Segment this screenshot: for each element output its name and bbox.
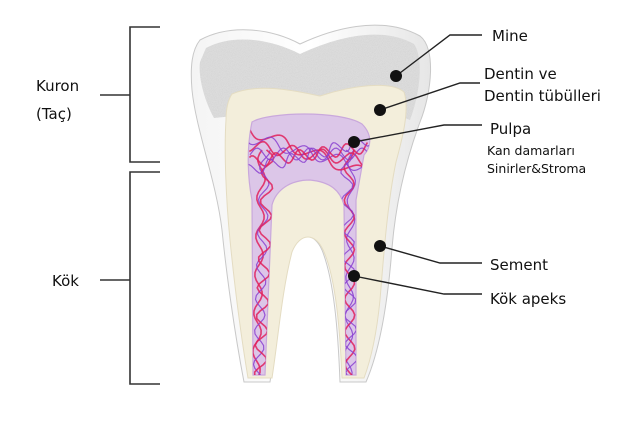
blood-vessel bbox=[248, 142, 369, 167]
kok-apeks-leader bbox=[353, 275, 482, 295]
kok-apeks-dot bbox=[348, 270, 360, 282]
kok-apeks-label: Kök apeks bbox=[490, 290, 566, 308]
kuron-label-line2: (Taç) bbox=[36, 105, 72, 123]
crown-bracket bbox=[100, 26, 160, 163]
pulpa-sub-label-1: Kan damarları bbox=[487, 143, 575, 158]
blood-vessel bbox=[253, 149, 275, 375]
nerve-fiber bbox=[252, 150, 271, 375]
pulpa-leader bbox=[353, 124, 482, 143]
pulp-chamber bbox=[247, 113, 371, 376]
pulpa-sub-label-2: Sinirler&Stroma bbox=[487, 161, 586, 176]
sement-label: Sement bbox=[490, 256, 548, 274]
blood-vessel bbox=[248, 140, 368, 168]
mine-leader bbox=[395, 34, 482, 77]
dentin-label-line1: Dentin ve bbox=[484, 65, 557, 83]
pulpa-dot bbox=[348, 136, 360, 148]
dentin-leader bbox=[379, 82, 480, 111]
dentin-label-line2: Dentin tübülleri bbox=[484, 87, 601, 105]
pulpa-label: Pulpa bbox=[490, 120, 531, 138]
kuron-label-line1: Kuron bbox=[36, 77, 79, 95]
root-bracket bbox=[100, 171, 160, 385]
sement-leader bbox=[379, 245, 482, 264]
nerve-fiber bbox=[248, 136, 370, 174]
dentin-dot bbox=[374, 104, 386, 116]
mine-label: Mine bbox=[492, 27, 528, 45]
kok-label: Kök bbox=[52, 272, 79, 290]
mine-dot bbox=[390, 70, 402, 82]
nerve-fiber bbox=[340, 149, 358, 375]
sement-dot bbox=[374, 240, 386, 252]
